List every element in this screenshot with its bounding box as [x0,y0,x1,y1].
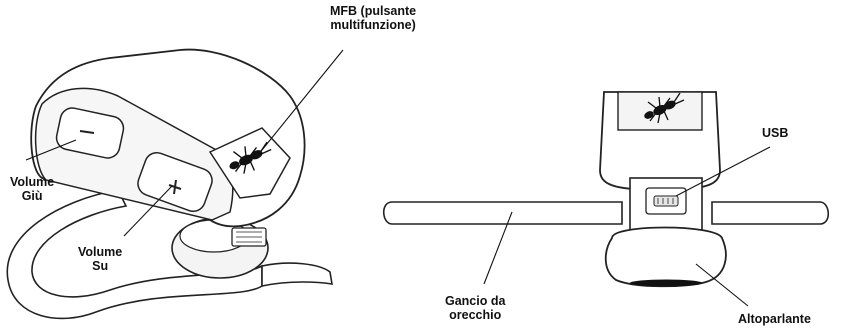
left-headset [6,48,333,320]
label-mfb-line2: multifunzione) [330,18,416,32]
label-volume-up-line1: Volume [78,245,123,259]
minus-icon [79,130,95,134]
label-volume-down-line1: Volume [10,175,55,189]
label-volume-up-line2: Su [92,259,109,273]
leader-speaker [695,263,749,307]
label-usb-text: USB [762,126,789,140]
leader-ear-hook [483,211,513,285]
volume-down-button[interactable] [54,106,125,160]
label-volume-up: Volume Su [78,245,122,273]
label-mfb-line1: MFB (pulsante [330,4,417,18]
leader-usb [675,146,771,197]
right-headset [382,91,830,288]
label-volume-down: Volume Giù [10,175,54,203]
label-speaker: Altoparlante [738,312,811,326]
label-speaker-text: Altoparlante [738,312,811,326]
leader-volume-up [123,185,173,237]
label-usb: USB [762,126,788,140]
plus-icon [168,179,182,195]
leader-volume-down [25,139,77,161]
speaker [604,226,727,288]
label-volume-down-line2: Giù [21,189,43,203]
right-ear-hook [382,201,623,225]
label-mfb: MFB (pulsante multifunzione) [330,4,416,32]
label-ear-hook-line2: orecchio [449,308,502,322]
leader-mfb [261,49,344,151]
leader-lines [25,49,771,307]
label-ear-hook: Gancio da orecchio [445,294,505,322]
volume-up-button[interactable] [135,149,216,214]
mfb-button[interactable] [208,127,291,199]
label-ear-hook-line1: Gancio da [445,294,506,308]
usb-port [645,187,687,215]
